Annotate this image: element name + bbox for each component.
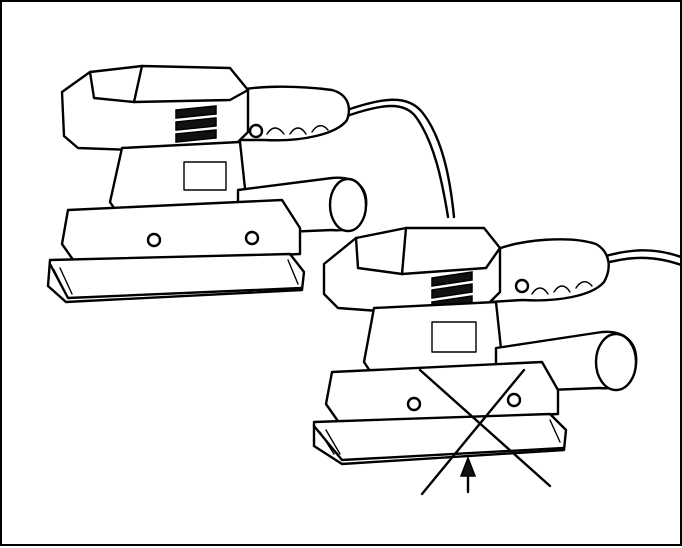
power-cord-back [345,98,456,219]
arrow-head [459,455,477,477]
sander-back-top-housing [60,64,250,152]
cross-line-1 [418,368,552,488]
cross-out-mark [418,368,552,496]
power-cord-front [600,249,682,259]
screw-back-2 [244,230,260,246]
top-housing-face-front [354,226,408,276]
switch-button-front [514,278,530,294]
dust-port-front [594,332,638,392]
handle-grip-front [531,281,593,295]
dust-port-back [328,177,368,233]
upward-arrow [459,455,477,494]
screw-front-1 [406,396,422,412]
sander-back-base-housing [60,198,302,266]
sander-back-pad [46,252,306,304]
handle-grip-back [266,125,329,135]
sander-front-base-housing [324,360,560,426]
sander-front-handle [488,238,610,304]
switch-button-back [248,123,264,139]
cross-line-2 [420,368,526,496]
sandpaper-texture-front [319,419,561,455]
screw-front-2 [506,392,522,408]
top-housing-face-back [88,64,144,104]
screw-back-1 [146,232,162,248]
sander-front [312,226,682,466]
label-plate-back [183,161,227,191]
top-housing-edge-back [132,88,250,104]
top-housing-edge-front [400,246,502,276]
sandpaper-texture-back [53,259,299,295]
sander-front-pad [312,412,568,466]
vent-slots-back [175,105,217,143]
label-plate-front [431,321,477,353]
sander-back [46,64,456,304]
vent-slots-front [431,271,473,311]
power-cord-back-inner [345,104,450,219]
power-cord-front-inner [600,256,682,267]
